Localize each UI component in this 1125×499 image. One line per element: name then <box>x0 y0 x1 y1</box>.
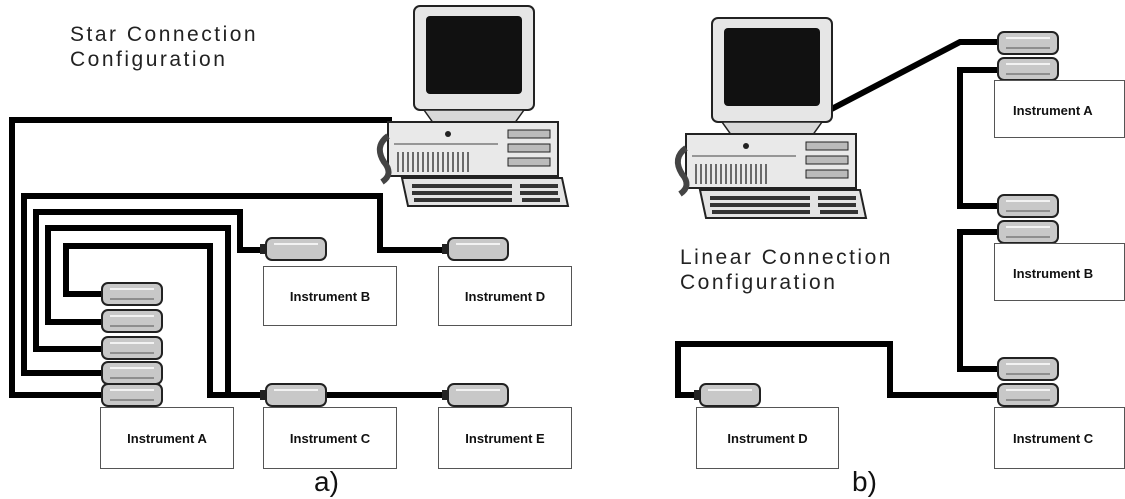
connector-a5 <box>101 383 163 407</box>
panel-a-computer <box>380 6 568 206</box>
connector-lin-a2 <box>997 57 1059 81</box>
lin-instrument-a-box: Instrument A <box>994 80 1125 138</box>
connector-lin-c1 <box>997 357 1059 381</box>
connector-a2 <box>101 309 163 333</box>
connector-lin-d <box>693 383 761 407</box>
panel-b-cables <box>675 39 998 398</box>
panel-b-title-line2: Configuration <box>680 271 838 294</box>
connector-a3 <box>101 336 163 360</box>
cable-linear-2 <box>957 67 998 209</box>
cable-star-d <box>21 193 448 376</box>
panel-b-computer <box>678 18 866 218</box>
instrument-c-label: Instrument C <box>289 430 371 446</box>
instrument-d-box: Instrument D <box>438 266 572 326</box>
instrument-b-label: Instrument B <box>289 288 371 304</box>
cable-linear-1 <box>820 39 998 117</box>
connector-a4 <box>101 361 163 385</box>
instrument-a-box: Instrument A <box>100 407 234 469</box>
lin-instrument-a-label: Instrument A <box>1013 103 1093 118</box>
lin-instrument-c-label: Instrument C <box>1013 430 1094 446</box>
connector-lin-a1 <box>997 31 1059 55</box>
connector-e <box>441 383 509 407</box>
panel-a-title-line1: Star Connection <box>70 23 259 46</box>
instrument-b-box: Instrument B <box>263 266 397 326</box>
cable-star-b <box>33 209 266 352</box>
caption-b: b) <box>852 466 877 497</box>
cable-star-1 <box>9 117 392 398</box>
cable-linear-3 <box>957 229 998 372</box>
lin-instrument-b-box: Instrument B <box>994 243 1125 301</box>
instrument-c-box: Instrument C <box>263 407 397 469</box>
connector-b <box>259 237 327 261</box>
instrument-e-label: Instrument E <box>465 430 545 446</box>
connector-d <box>441 237 509 261</box>
connector-lin-b2 <box>997 220 1059 244</box>
connector-c <box>259 383 327 407</box>
lin-instrument-d-box: Instrument D <box>696 407 839 469</box>
caption-a: a) <box>314 466 339 497</box>
connector-lin-c2 <box>997 383 1059 407</box>
instrument-e-box: Instrument E <box>438 407 572 469</box>
lin-instrument-d-label: Instrument D <box>727 430 808 446</box>
instrument-a-label: Instrument A <box>127 430 207 446</box>
instrument-d-label: Instrument D <box>464 288 546 304</box>
panel-a-title-line2: Configuration <box>70 48 228 71</box>
lin-instrument-c-box: Instrument C <box>994 407 1125 469</box>
cable-linear-4 <box>675 341 998 398</box>
lin-instrument-b-label: Instrument B <box>1013 266 1094 281</box>
connector-a1 <box>101 282 163 306</box>
cable-star-c <box>63 243 266 398</box>
panel-b-title-line1: Linear Connection <box>680 246 893 269</box>
connector-lin-b1 <box>997 194 1059 218</box>
